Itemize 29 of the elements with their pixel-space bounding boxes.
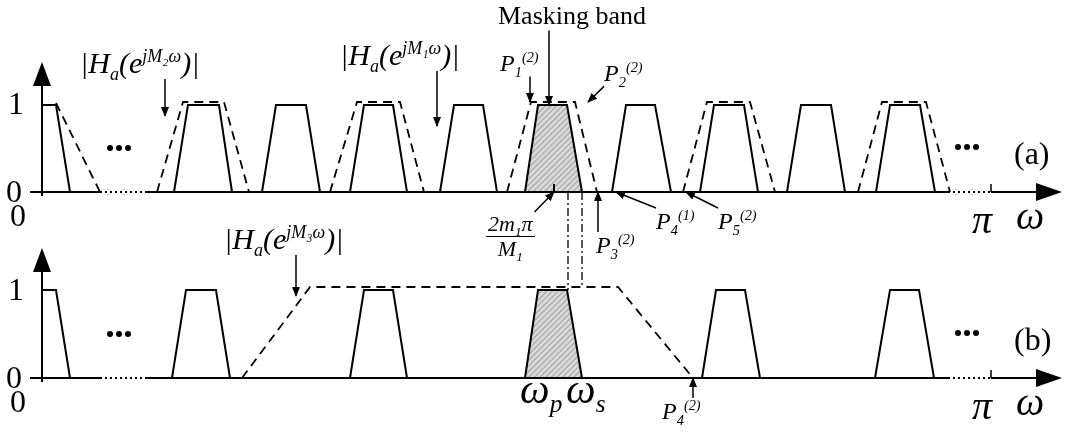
curve-label: Masking band [498,2,647,31]
axis-label: π [972,198,993,242]
passband-response-curve [41,289,935,379]
axis-label: 1 [8,86,24,122]
axis-label: 1 [8,272,24,308]
fraction-numerator: 2m$_{1}$π [486,212,535,238]
curve-label: |H$_{a}$(e$^{jM₃ω}$)| [224,222,344,255]
axis-label: ω [1016,380,1045,424]
curve-label: |H$_{a}$(e$^{jM₂ω}$)| [80,46,200,79]
leader-arrow [685,191,719,209]
leader-arrow [533,191,555,213]
guide-line [567,191,569,291]
leader-arrow [433,70,441,127]
leader-arrow [594,191,602,233]
axis-label: ω$_{s}$ [566,366,606,413]
leader-arrow [545,29,553,106]
leader-arrow [615,191,657,209]
axis-label: (b) [1014,322,1052,358]
leader-arrow [689,377,697,399]
leader-arrow [292,254,300,297]
axis-label: (a) [1014,136,1050,172]
fraction-denominator: M$_{1}$ [497,237,523,262]
leader-arrow [526,75,534,103]
axis-label: ω [1016,194,1045,238]
guide-line [581,191,583,288]
leader-arrow [587,85,605,103]
curve-label: |H$_{a}$(e$^{jM₁ω}$)| [340,38,460,71]
axis-label: π [972,384,993,428]
leader-arrow [161,78,169,117]
